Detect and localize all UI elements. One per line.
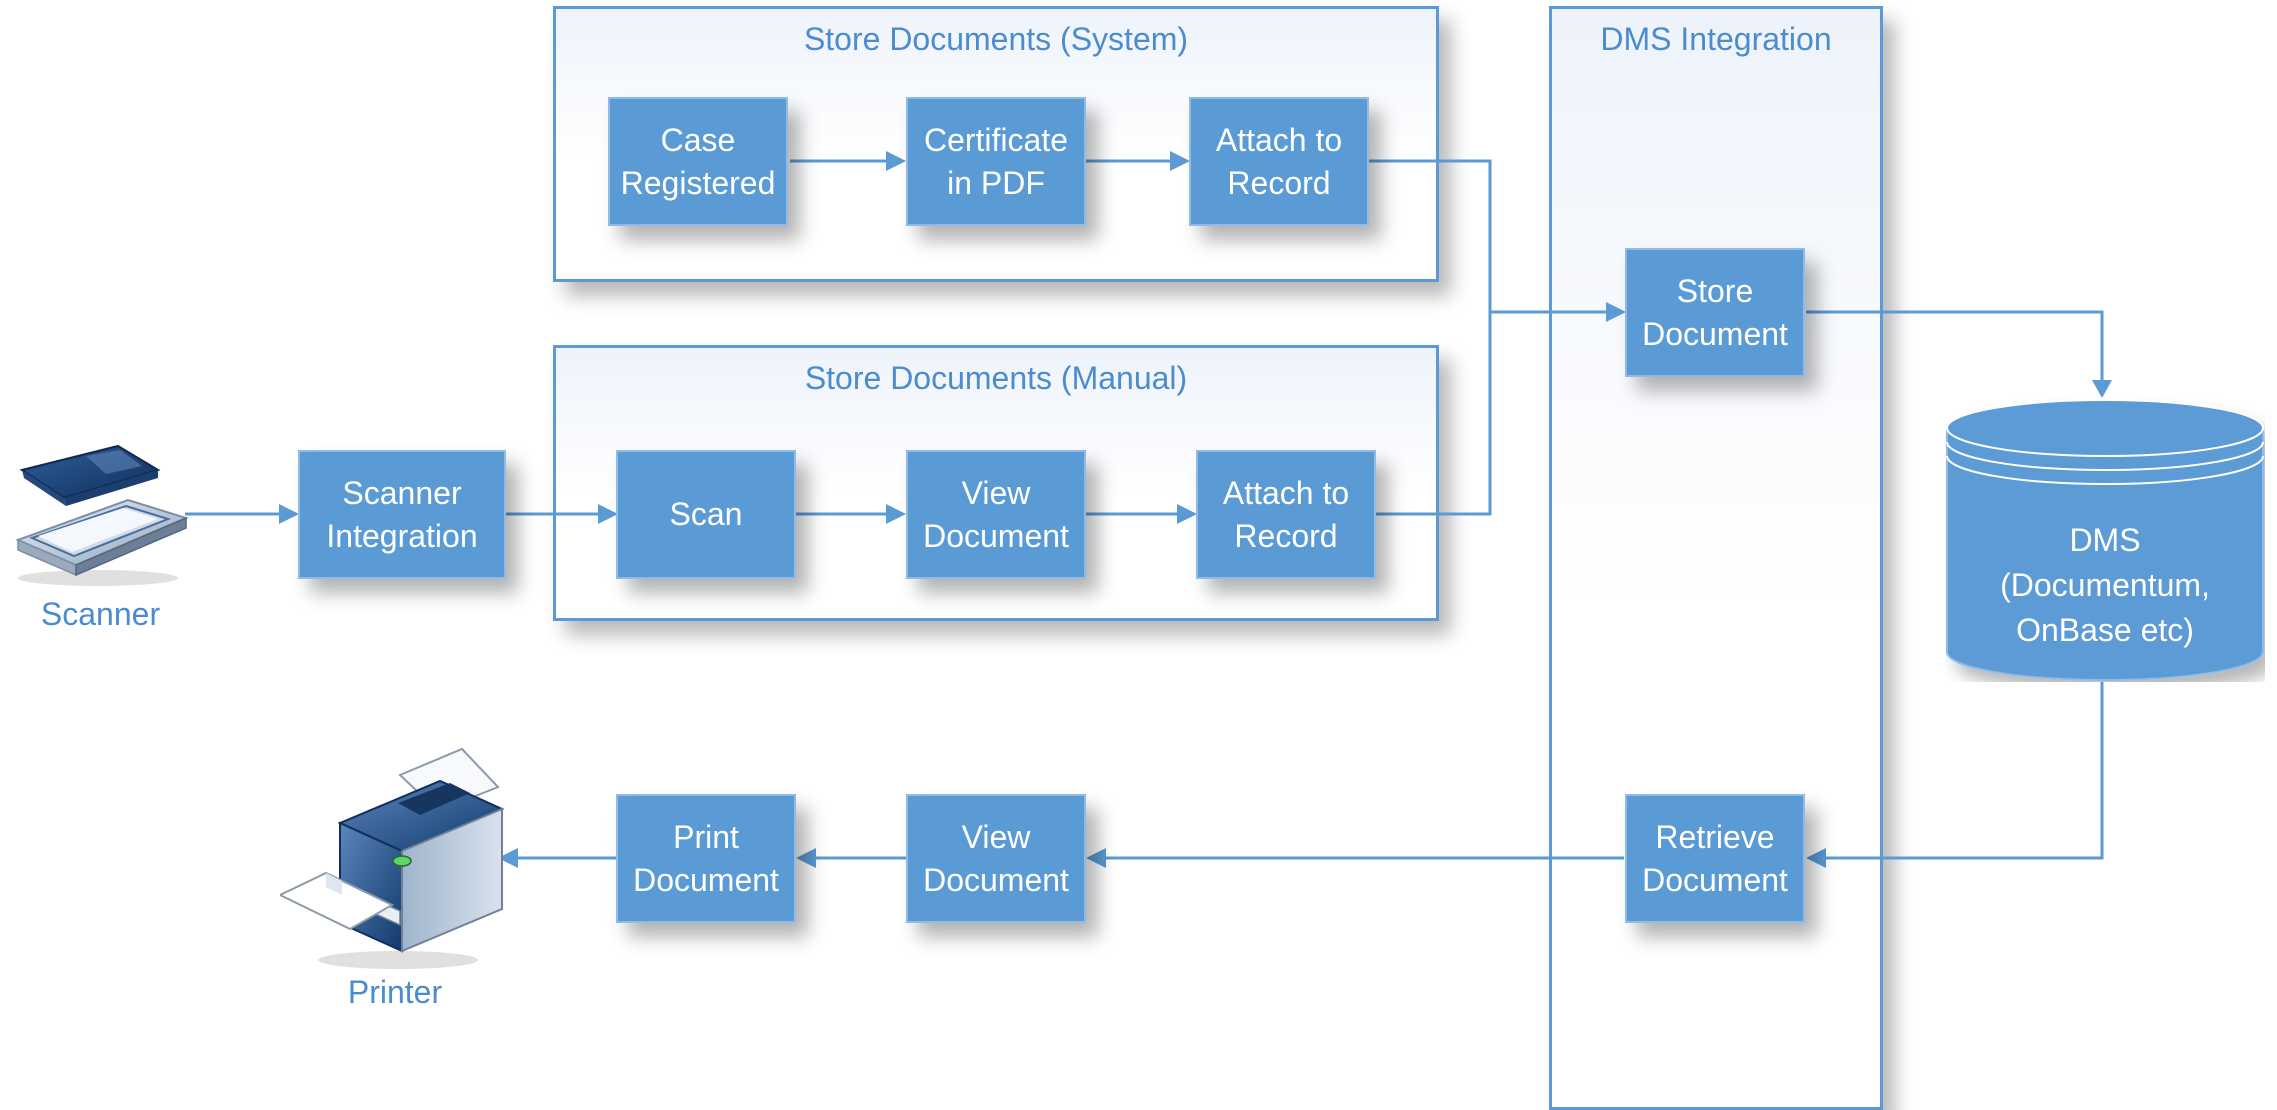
line-dms-to-retrieve <box>1810 682 2104 860</box>
arrowhead <box>886 504 906 524</box>
line-attach-system-to-merge <box>1369 159 1622 314</box>
panel-title-dms-integration: DMS Integration <box>1600 21 1832 57</box>
arrowhead <box>886 151 906 171</box>
box-case-registered: Case Registered <box>608 97 788 226</box>
scanner-label: Scanner <box>40 596 161 632</box>
arrowhead <box>1170 151 1190 171</box>
arrowhead <box>1086 848 1106 868</box>
arrowhead <box>2092 380 2112 398</box>
panel-title-store-manual: Store Documents (Manual) <box>804 360 1188 396</box>
scanner-icon <box>15 444 189 586</box>
arrowhead <box>1606 302 1626 322</box>
line-attach-manual-to-merge <box>1376 312 1492 516</box>
box-attach-to-record-system: Attach to Record <box>1189 97 1369 226</box>
panel-dms-integration: DMS Integration <box>1549 6 1883 1110</box>
box-view-document-manual: View Document <box>906 450 1086 579</box>
database-icon <box>1946 399 2264 681</box>
printer-label: Printer <box>347 974 443 1010</box>
box-scanner-integration: Scanner Integration <box>298 450 506 579</box>
arrowhead <box>1177 504 1197 524</box>
arrowhead <box>498 848 518 868</box>
box-print-document: Print Document <box>616 794 796 923</box>
panel-title-store-system: Store Documents (System) <box>803 21 1189 57</box>
dms-label: DMS (Documentum, OnBase etc) <box>2000 522 2210 648</box>
printer-icon <box>280 747 505 969</box>
line-store-to-dms <box>1806 310 2104 390</box>
box-scan: Scan <box>616 450 796 579</box>
box-view-document-retrieve: View Document <box>906 794 1086 923</box>
arrowhead <box>796 848 816 868</box>
arrowhead <box>598 504 618 524</box>
box-attach-to-record-manual: Attach to Record <box>1196 450 1376 579</box>
arrowhead <box>1806 848 1826 868</box>
box-retrieve-document: Retrieve Document <box>1625 794 1805 923</box>
box-store-document: Store Document <box>1625 248 1805 377</box>
box-certificate-in-pdf: Certificate in PDF <box>906 97 1086 226</box>
arrowhead <box>279 504 299 524</box>
